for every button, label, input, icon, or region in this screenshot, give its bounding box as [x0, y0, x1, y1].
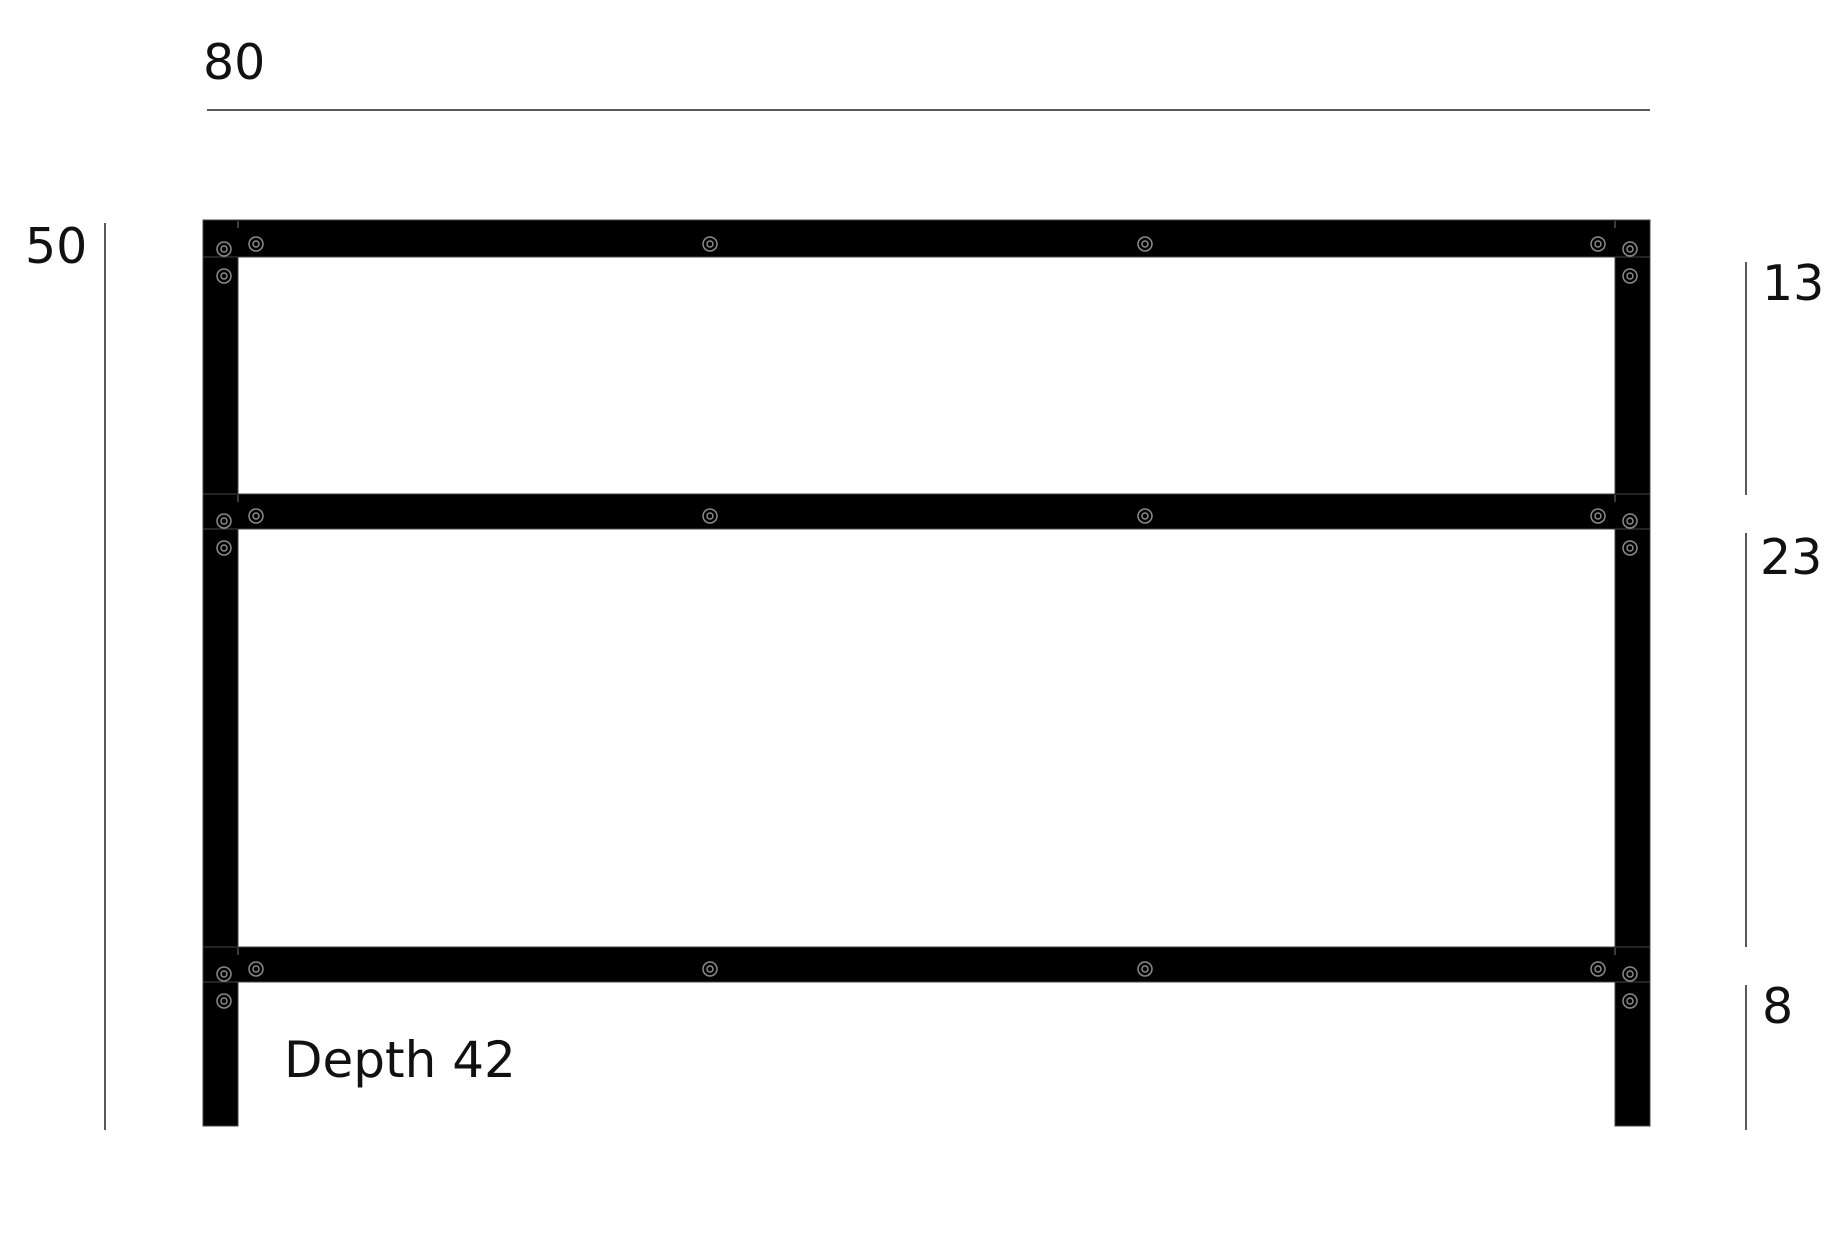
bolt-icon	[1622, 993, 1638, 1009]
top-rail-bolts	[216, 236, 1638, 284]
bolt-icon	[216, 966, 232, 982]
bolt-icon	[702, 236, 718, 252]
bolt-icon	[1590, 236, 1606, 252]
right-post	[1614, 219, 1651, 1127]
bolt-icon	[1622, 268, 1638, 284]
bolt-icon	[216, 268, 232, 284]
height-dimension-label: 50	[25, 218, 88, 275]
bolt-icon	[1622, 966, 1638, 982]
width-dimension-label: 80	[203, 34, 266, 91]
middle-section-dimension-label: 23	[1760, 529, 1823, 586]
bolt-icon	[248, 961, 264, 977]
bolt-icon	[1622, 241, 1638, 257]
bolt-icon	[216, 993, 232, 1009]
bottom-rail-bolts	[216, 961, 1638, 1009]
depth-label: Depth 42	[284, 1031, 516, 1089]
left-post	[202, 219, 239, 1127]
bolt-icon	[1137, 961, 1153, 977]
bolt-icon	[1137, 508, 1153, 524]
bottom-rail	[202, 946, 1651, 983]
top-section-dimension-label: 13	[1762, 255, 1825, 312]
bottom-section-dimension-label: 8	[1762, 978, 1794, 1035]
bolt-icon	[216, 241, 232, 257]
bolt-icon	[248, 508, 264, 524]
bolt-icon	[1590, 961, 1606, 977]
bolt-icon	[702, 508, 718, 524]
bolt-icon	[1590, 508, 1606, 524]
bolt-icon	[216, 513, 232, 529]
bolt-icon	[1137, 236, 1153, 252]
bolt-icon	[1622, 513, 1638, 529]
bolt-icon	[702, 961, 718, 977]
bolt-icon	[216, 540, 232, 556]
bolt-icon	[1622, 540, 1638, 556]
middle-rail-bolts	[216, 508, 1638, 556]
middle-rail	[202, 493, 1651, 530]
bolt-icon	[248, 236, 264, 252]
top-rail	[202, 219, 1651, 258]
